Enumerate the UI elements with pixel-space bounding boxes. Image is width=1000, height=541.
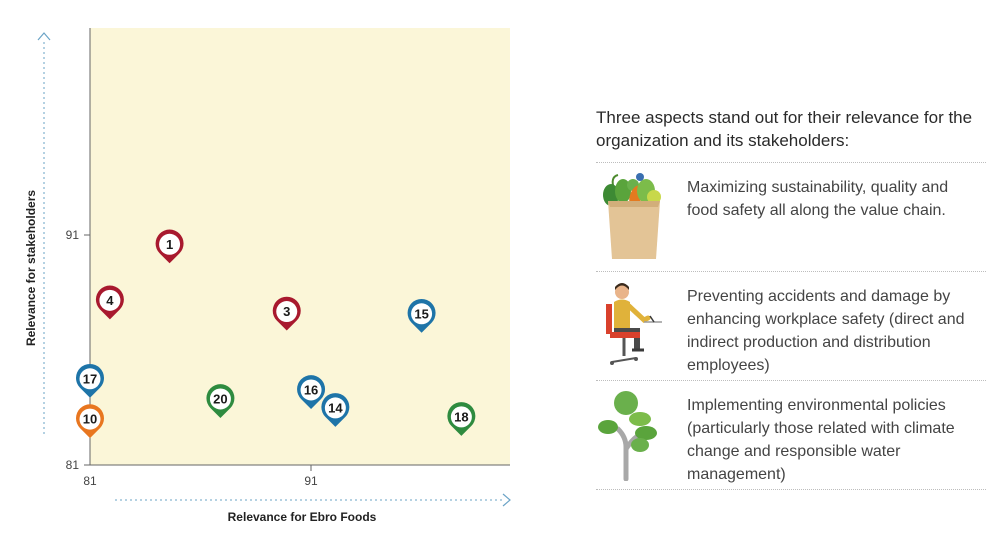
pin-inner-circle [79,408,101,430]
data-point-pin: 18 [447,402,476,436]
pin-inner-circle [159,233,181,255]
grocery-bag-icon [603,173,661,259]
pin-label: 15 [414,306,428,321]
pin-label: 4 [106,293,114,308]
y-axis-title: Relevance for stakeholders [24,190,38,346]
pin-inner-circle [79,368,101,390]
pin-label: 17 [83,371,97,386]
data-point-pin: 15 [407,298,436,333]
pin-inner-circle [411,303,433,325]
y-tick-label: 91 [66,228,80,242]
x-tick-label: 81 [83,474,97,488]
aspect-text: Implementing environmental policies (par… [687,397,955,483]
pin-inner-circle [300,379,322,401]
data-point-pin: 16 [297,375,326,409]
y-arrow-icon [37,32,51,41]
pin-label: 10 [83,412,97,427]
pin-inner-circle [209,388,231,410]
data-point-pin: 1 [155,229,184,264]
data-point-pin: 20 [206,384,235,418]
intro-text: Three aspects stand out for their releva… [596,108,973,150]
pin-inner-circle [450,406,472,428]
pin-label: 18 [454,409,468,424]
pin-inner-circle [99,289,121,311]
pin-label: 20 [213,391,227,406]
aspect-item: Implementing environmental policies (par… [596,380,986,490]
x-arrow-icon [502,493,511,507]
data-point-pin: 10 [76,404,105,439]
pin-label: 14 [328,400,343,415]
data-point-pin: 17 [76,363,105,398]
data-point-pin: 3 [272,296,301,331]
x-axis-title: Relevance for Ebro Foods [228,510,377,524]
aspect-item: Maximizing sustainability, quality and f… [596,162,986,271]
data-point-pin: 14 [321,393,350,427]
aspect-item: Preventing accidents and damage by enhan… [596,271,986,380]
tree-icon [598,391,657,481]
data-point-pin: 4 [95,285,124,320]
x-tick-label: 91 [304,474,318,488]
aspect-text: Preventing accidents and damage by enhan… [687,288,965,374]
plot-area [90,28,510,465]
side-panel: Three aspects stand out for their releva… [596,106,986,490]
scatter-chart: 91 81 81 91 Relevance for Ebro Foods Rel… [24,28,511,524]
pin-label: 1 [166,237,173,252]
pin-inner-circle [276,301,298,323]
pin-inner-circle [324,397,346,419]
pin-label: 16 [304,382,318,397]
office-worker-icon [606,283,662,365]
aspect-text: Maximizing sustainability, quality and f… [687,179,949,219]
pin-label: 3 [283,304,290,319]
y-tick-label: 81 [66,458,80,472]
